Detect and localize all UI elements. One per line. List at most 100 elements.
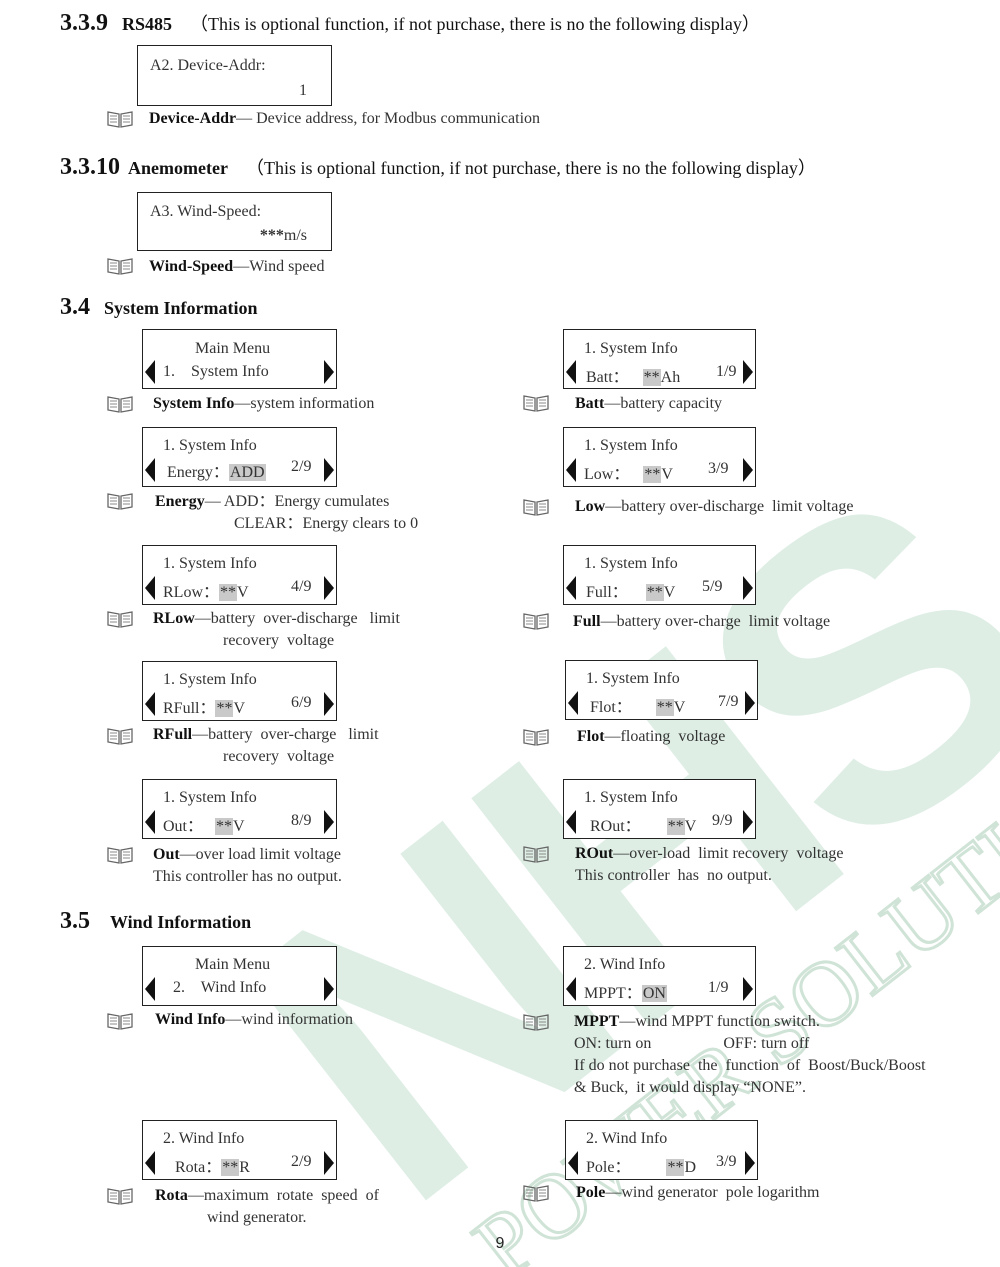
lcd-full: 1. System Info Full：**V 5/9 bbox=[563, 545, 756, 605]
right-arrow-icon[interactable] bbox=[324, 692, 334, 716]
open-book-icon bbox=[523, 499, 549, 516]
wind-pole-text: —wind generator pole logarithm bbox=[605, 1184, 820, 1201]
wind-rota-page: 2/9 bbox=[291, 1153, 312, 1170]
system-full-text: —battery over-charge limit voltage bbox=[600, 613, 831, 630]
left-arrow-icon[interactable] bbox=[566, 810, 576, 834]
system-flot-text: —floating voltage bbox=[604, 728, 726, 745]
wind-pole-term: Pole bbox=[576, 1184, 606, 1201]
system-main-line1: Main Menu bbox=[195, 340, 271, 357]
system-out-line1: 1. System Info bbox=[163, 789, 257, 806]
open-book-icon bbox=[107, 1188, 133, 1205]
lcd-wind-main-menu: Main Menu 2. Wind Info bbox=[142, 946, 337, 1006]
left-arrow-icon[interactable] bbox=[145, 458, 155, 482]
system-out-text2: This controller has no output. bbox=[153, 868, 342, 885]
system-low-label: Low： bbox=[584, 466, 630, 483]
left-arrow-icon[interactable] bbox=[145, 1151, 155, 1175]
wind-mppt-label: MPPT： bbox=[584, 985, 642, 1002]
wind-mppt-page: 1/9 bbox=[708, 979, 729, 996]
lcd-device-addr: A2. Device-Addr: 1 bbox=[137, 45, 332, 106]
lcd-rfull: 1. System Info RFull：**V 6/9 bbox=[142, 661, 337, 721]
open-book-icon bbox=[107, 1013, 133, 1030]
right-arrow-icon[interactable] bbox=[745, 1151, 755, 1175]
open-book-icon bbox=[107, 396, 133, 413]
open-book-icon bbox=[523, 395, 549, 412]
lcd-energy: 1. System Info Energy：ADD 2/9 bbox=[142, 427, 337, 487]
system-flot-page: 7/9 bbox=[718, 693, 739, 710]
system-out-hl: ** bbox=[215, 818, 234, 835]
left-arrow-icon[interactable] bbox=[566, 360, 576, 384]
system-energy-label: Energy： bbox=[167, 464, 229, 481]
system-low-term: Low bbox=[575, 498, 606, 515]
system-rlow-hl: ** bbox=[219, 584, 238, 601]
wind-pole-line1: 2. Wind Info bbox=[586, 1130, 668, 1147]
right-arrow-icon[interactable] bbox=[743, 576, 753, 600]
wind-pole-label: Pole： bbox=[586, 1159, 631, 1176]
open-book-icon bbox=[523, 613, 549, 630]
system-out-unit: V bbox=[233, 818, 245, 835]
rs485-lcd-line1: A2. Device-Addr: bbox=[150, 57, 266, 74]
system-low-page: 3/9 bbox=[708, 460, 729, 477]
system-energy-page: 2/9 bbox=[291, 458, 312, 475]
open-book-icon bbox=[523, 1185, 549, 1202]
system-rfull-text2: recovery voltage bbox=[223, 748, 335, 765]
wind-rota-text: —maximum rotate speed of bbox=[187, 1187, 379, 1204]
right-arrow-icon[interactable] bbox=[324, 360, 334, 384]
right-arrow-icon[interactable] bbox=[324, 810, 334, 834]
right-arrow-icon[interactable] bbox=[324, 458, 334, 482]
right-arrow-icon[interactable] bbox=[743, 810, 753, 834]
left-arrow-icon[interactable] bbox=[566, 977, 576, 1001]
wind-mppt-text: —wind MPPT function switch. bbox=[619, 1013, 820, 1030]
wind-main-term: Wind Info bbox=[155, 1011, 226, 1028]
left-arrow-icon[interactable] bbox=[145, 977, 155, 1001]
left-arrow-icon[interactable] bbox=[566, 576, 576, 600]
sections-s35-title: Wind Information bbox=[110, 912, 252, 932]
right-arrow-icon[interactable] bbox=[743, 458, 753, 482]
desc-low: Low—battery over-discharge limit voltage bbox=[575, 496, 853, 518]
right-arrow-icon[interactable] bbox=[743, 360, 753, 384]
left-arrow-icon[interactable] bbox=[145, 360, 155, 384]
rs485-desc-term: Device-Addr bbox=[149, 110, 237, 127]
right-arrow-icon[interactable] bbox=[743, 977, 753, 1001]
system-full-label: Full： bbox=[586, 584, 628, 601]
right-arrow-icon[interactable] bbox=[324, 977, 334, 1001]
system-full-line1: 1. System Info bbox=[584, 555, 678, 572]
open-book-icon bbox=[523, 846, 549, 863]
desc-wind-speed: Wind-Speed—Wind speed bbox=[149, 256, 325, 278]
open-book-icon bbox=[523, 1014, 549, 1031]
open-book-icon bbox=[523, 729, 549, 746]
system-flot-unit: V bbox=[673, 699, 686, 716]
left-arrow-icon[interactable] bbox=[145, 810, 155, 834]
right-arrow-icon[interactable] bbox=[324, 1151, 334, 1175]
page-number: 9 bbox=[495, 1235, 505, 1252]
lcd-rota: 2. Wind Info Rota：**R 2/9 bbox=[142, 1120, 337, 1180]
system-rlow-label: RLow： bbox=[163, 584, 220, 601]
desc-pole: Pole—wind generator pole logarithm bbox=[576, 1182, 820, 1204]
desc-out: Out—over load limit voltage This control… bbox=[153, 844, 342, 888]
right-arrow-icon[interactable] bbox=[324, 576, 334, 600]
system-full-unit: V bbox=[663, 584, 676, 601]
left-arrow-icon[interactable] bbox=[566, 458, 576, 482]
wind-main-line1: Main Menu bbox=[195, 956, 271, 973]
rs485-lcd-value: 1 bbox=[299, 82, 307, 99]
left-arrow-icon[interactable] bbox=[145, 692, 155, 716]
right-arrow-icon[interactable] bbox=[745, 691, 755, 715]
system-rout-hl: ** bbox=[666, 818, 685, 835]
left-arrow-icon[interactable] bbox=[568, 1151, 578, 1175]
left-arrow-icon[interactable] bbox=[145, 576, 155, 600]
system-rlow-line1: 1. System Info bbox=[163, 555, 257, 572]
lcd-wind-speed: A3. Wind-Speed: ***m/s bbox=[137, 192, 332, 251]
open-book-icon bbox=[107, 611, 133, 628]
sections-s34-num: 3.4 bbox=[60, 294, 90, 320]
wind-rota-line1: 2. Wind Info bbox=[163, 1130, 245, 1147]
lcd-out: 1. System Info Out：**V 8/9 bbox=[142, 779, 337, 839]
left-arrow-icon[interactable] bbox=[568, 691, 578, 715]
system-main-term: System Info bbox=[153, 395, 235, 412]
wind-mppt-hl: ON bbox=[641, 985, 667, 1002]
anemometer-lcd-unit: m/s bbox=[283, 227, 307, 244]
system-rlow-text: —battery over-discharge limit bbox=[194, 610, 400, 627]
system-batt-line1: 1. System Info bbox=[584, 340, 678, 357]
lcd-low: 1. System Info Low：**V 3/9 bbox=[563, 427, 756, 487]
system-rfull-unit: V bbox=[233, 700, 246, 717]
system-out-label: Out： bbox=[163, 818, 204, 835]
